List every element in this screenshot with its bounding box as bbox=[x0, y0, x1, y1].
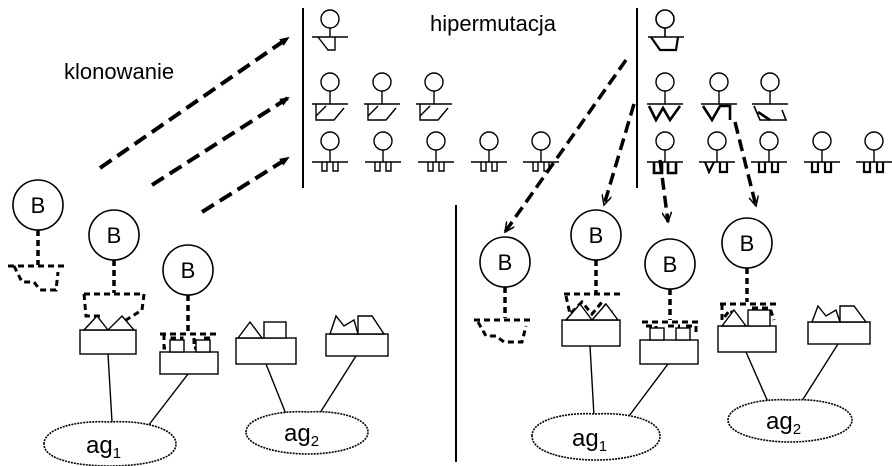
receptor-right-2 bbox=[564, 292, 624, 317]
b-cell-right-4: B bbox=[720, 217, 776, 325]
receptor-right-4 bbox=[720, 302, 776, 325]
clone-icon-top-left bbox=[312, 9, 348, 51]
antigen-ag2-right: ag2 bbox=[727, 398, 853, 443]
b-cell-left-3: B bbox=[160, 244, 218, 350]
antigen-block-right-1 bbox=[561, 302, 621, 347]
clone-icon-mid-3 bbox=[416, 72, 452, 121]
receptor-left-2 bbox=[82, 292, 146, 322]
b-cell-label: B bbox=[107, 223, 122, 248]
cloning-arrow-3 bbox=[200, 156, 290, 214]
mutation-arrow-1 bbox=[503, 58, 628, 232]
clone-icons-middle-right bbox=[647, 72, 788, 123]
antigen-ag1-left: ag1 bbox=[43, 420, 177, 466]
clone-icon-bot-3 bbox=[418, 131, 454, 172]
receptor-left-1 bbox=[8, 264, 64, 292]
left-antigen-links bbox=[107, 353, 357, 427]
mutant-icon-mid-1 bbox=[647, 72, 683, 123]
mutant-icon-mid-2 bbox=[701, 72, 737, 123]
mutation-arrow-2 bbox=[604, 103, 636, 205]
clone-icons-bottom-left bbox=[312, 131, 559, 172]
clone-icons-bottom-right bbox=[647, 131, 892, 175]
cloning-label: klonowanie bbox=[64, 59, 174, 84]
antigen-block-right-2 bbox=[639, 327, 699, 365]
antigen-block-right-3 bbox=[717, 308, 777, 353]
mutation-arrow-4 bbox=[733, 121, 756, 206]
mutant-icon-bot-2 bbox=[699, 131, 735, 175]
antigen-block-left-4 bbox=[325, 314, 389, 357]
cloning-arrows bbox=[98, 36, 290, 214]
ag1-label-right: ag1 bbox=[572, 425, 607, 455]
b-cell-label: B bbox=[181, 258, 196, 283]
ag1-label-left: ag1 bbox=[86, 432, 121, 462]
ag2-label-left: ag2 bbox=[284, 420, 319, 450]
clone-icon-bot-1 bbox=[312, 131, 348, 172]
b-cell-right-3: B bbox=[642, 238, 698, 336]
clone-icon-bot-5 bbox=[523, 131, 559, 172]
receptor-right-1 bbox=[474, 318, 532, 344]
b-cell-right-2: B bbox=[564, 209, 624, 317]
antigen-block-left-3 bbox=[235, 320, 297, 365]
clone-icon-mid-1 bbox=[312, 72, 348, 121]
b-cell-label: B bbox=[740, 231, 755, 256]
antigen-block-left-1 bbox=[79, 314, 137, 355]
clone-icons-middle-left bbox=[312, 72, 452, 121]
right-antigen-links bbox=[589, 343, 839, 421]
clone-icon-bot-4 bbox=[471, 131, 507, 172]
b-cell-left-1: B bbox=[8, 179, 64, 292]
clone-icon-mid-2 bbox=[364, 72, 400, 121]
clone-icon-top-right bbox=[648, 9, 684, 52]
b-cell-label: B bbox=[663, 252, 678, 277]
b-cell-label: B bbox=[589, 223, 604, 248]
hypermutation-label: hipermutacja bbox=[430, 11, 557, 36]
b-cell-label: B bbox=[498, 250, 513, 275]
antigen-block-left-2 bbox=[159, 339, 219, 375]
mutant-icon-bot-3 bbox=[751, 131, 787, 174]
b-cell-right-1: B bbox=[474, 236, 532, 344]
mutant-icon-bot-1 bbox=[647, 131, 683, 175]
mutant-icon-bot-5 bbox=[856, 131, 892, 174]
antigen-ag2-left: ag2 bbox=[245, 410, 369, 455]
ag2-label-right: ag2 bbox=[766, 408, 801, 438]
cloning-arrow-1 bbox=[98, 36, 290, 170]
b-cell-label: B bbox=[31, 193, 46, 218]
clone-icon-bot-2 bbox=[365, 131, 401, 172]
mutant-icon-mid-3 bbox=[752, 72, 788, 122]
mutant-icon-bot-4 bbox=[804, 131, 840, 174]
cloning-arrow-2 bbox=[150, 96, 290, 187]
receptor-right-3 bbox=[642, 320, 698, 336]
antigen-block-right-4 bbox=[807, 304, 871, 345]
antigen-ag1-right: ag1 bbox=[531, 412, 661, 461]
b-cell-left-2: B bbox=[82, 209, 146, 322]
